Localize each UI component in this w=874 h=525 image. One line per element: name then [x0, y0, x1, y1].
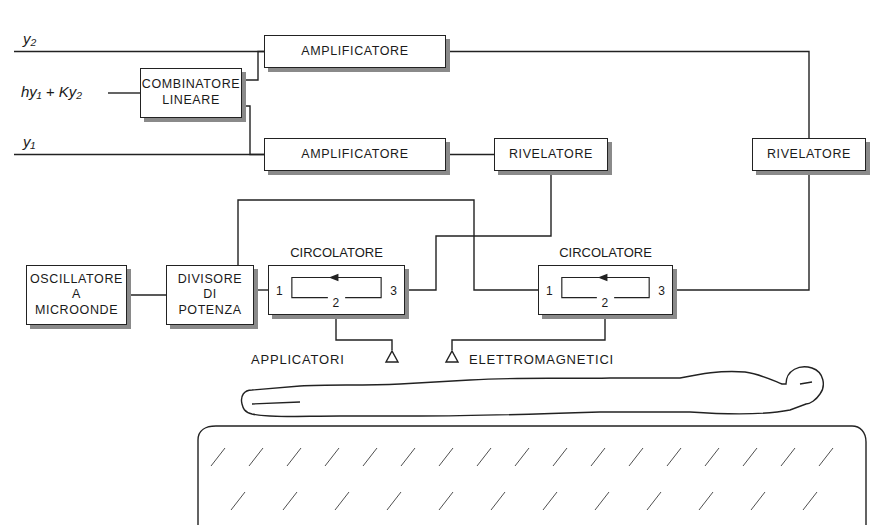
loop-arrow — [329, 274, 339, 282]
amplifier: AMPLIFICATORE — [264, 138, 446, 171]
amplifier: AMPLIFICATORE — [264, 35, 446, 68]
hatch-stroke — [743, 448, 757, 466]
connector-wire — [673, 171, 809, 290]
signal-wire — [14, 154, 264, 155]
applicator-label: ELETTROMAGNETICI — [468, 352, 615, 367]
hatch-stroke — [699, 492, 713, 510]
bed-outline — [198, 426, 866, 525]
box-label: RIVELATORE — [509, 147, 593, 163]
hatch-stroke — [249, 448, 263, 466]
connector-wire — [242, 52, 264, 81]
hatch-stroke — [401, 448, 415, 466]
hatch-stroke — [283, 492, 297, 510]
hatch-stroke — [803, 492, 817, 510]
hatch-stroke — [387, 492, 401, 510]
port-number: 2 — [602, 297, 609, 309]
feed-wire — [452, 315, 605, 350]
hatch-stroke — [543, 492, 557, 510]
block-heading: CIRCOLATORE — [269, 245, 404, 260]
box-label: AMPLIFICATORE — [301, 44, 408, 60]
detector: RIVELATORE — [752, 138, 866, 171]
hatch-stroke — [439, 448, 453, 466]
connector-wire — [446, 52, 809, 139]
hatch-stroke — [335, 492, 349, 510]
hatch-stroke — [595, 492, 609, 510]
hatch-stroke — [363, 448, 377, 466]
box-label: DIVISORE DI POTENZA — [173, 272, 247, 319]
hatch-stroke — [515, 448, 529, 466]
connector-wire — [254, 289, 268, 290]
hatch-stroke — [781, 448, 795, 466]
hatch-stroke — [439, 492, 453, 510]
hatch-stroke — [325, 448, 339, 466]
hatch-stroke — [553, 448, 567, 466]
block-heading: CIRCOLATORE — [539, 245, 672, 260]
port-number: 3 — [390, 285, 397, 297]
patient-detail — [252, 382, 812, 404]
box-label: AMPLIFICATORE — [301, 147, 408, 163]
signal-name: y₁ — [22, 133, 36, 150]
signal-wire — [14, 51, 264, 52]
hatch-stroke — [705, 448, 719, 466]
connector-wire — [127, 294, 166, 295]
detector: RIVELATORE — [494, 138, 608, 171]
signal-wire — [108, 92, 140, 93]
hatch-stroke — [477, 448, 491, 466]
hatch-stroke — [491, 492, 505, 510]
hatch-stroke — [667, 448, 681, 466]
port-number: 1 — [546, 285, 553, 297]
signal-name: y₂ — [22, 30, 37, 47]
port-number: 3 — [658, 285, 665, 297]
bed-hatching — [211, 448, 833, 510]
hatch-stroke — [819, 448, 833, 466]
applicator-symbol — [446, 351, 458, 362]
hatch-stroke — [287, 448, 301, 466]
loop-arrow — [598, 274, 608, 282]
box-label: COMBINATORE LINEARE — [142, 77, 241, 108]
port-number: 1 — [276, 285, 283, 297]
power-divider: DIVISORE DI POTENZA — [166, 265, 254, 325]
box-label: RIVELATORE — [767, 147, 851, 163]
applicator-label: APPLICATORI — [250, 352, 346, 367]
microwave-oscillator: OSCILLATORE A MICROONDE — [26, 265, 127, 325]
hatch-stroke — [751, 492, 765, 510]
connector-wire — [242, 106, 264, 155]
hatch-stroke — [231, 492, 245, 510]
connector-wire — [405, 171, 551, 290]
port-number: 2 — [333, 297, 340, 309]
hatch-stroke — [211, 448, 225, 466]
feed-wire — [336, 315, 392, 350]
circulator: CIRCOLATORE123 — [538, 265, 673, 315]
hatch-stroke — [629, 448, 643, 466]
signal-name: hy₁ + Ky₂ — [20, 83, 83, 100]
connector-wire — [446, 154, 494, 155]
box-label: OSCILLATORE A MICROONDE — [30, 272, 123, 319]
hatch-stroke — [591, 448, 605, 466]
hatch-stroke — [647, 492, 661, 510]
linear-combiner: COMBINATORE LINEARE — [140, 68, 242, 118]
patient-figure — [241, 367, 823, 417]
applicator-symbol — [386, 351, 398, 362]
circulator: CIRCOLATORE123 — [268, 265, 405, 315]
